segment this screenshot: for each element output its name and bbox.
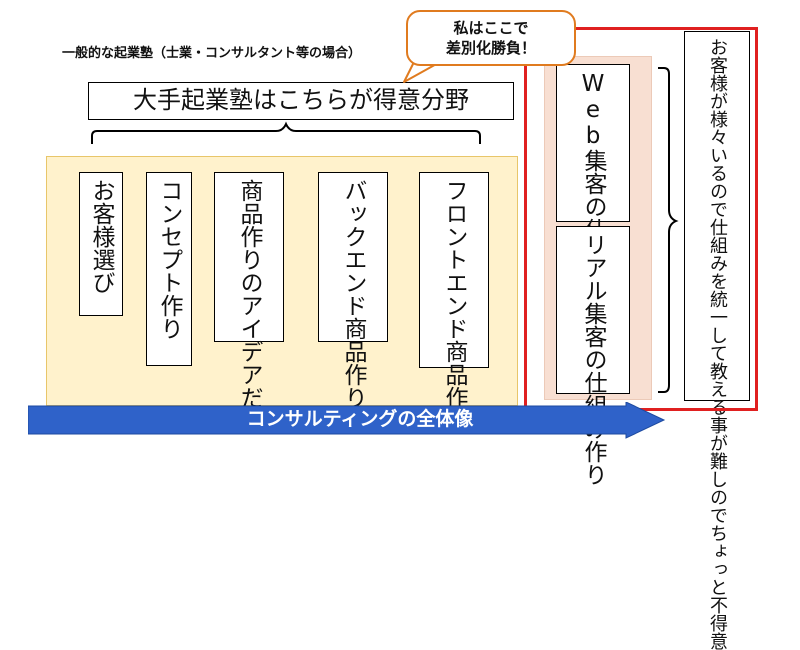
item-concept-making: コンセプト作り <box>146 172 192 366</box>
item-backend-product: バックエンド商品作り <box>318 172 388 409</box>
reason-box: お客様が様々いるので仕組みを統一して教える事が難しのでちょっと不得意 <box>684 31 750 650</box>
callout-line-2: 差別化勝負！ <box>445 39 536 57</box>
item-frontend-product: フロントエンド商品作り <box>419 172 489 432</box>
item-customer-selection: お客様選び <box>79 172 123 316</box>
consulting-overview-arrow <box>28 402 666 439</box>
item-product-ideas: 商品作りのアイデアだし <box>214 172 284 432</box>
callout-bubble: 私はここで 差別化勝負！ <box>406 10 576 66</box>
diagram-caption: 一般的な起業塾（士業・コンサルタント等の場合） <box>62 46 362 61</box>
differentiation-frame <box>524 27 758 411</box>
arrow-label: コンサルティングの全体像 <box>246 408 474 430</box>
callout-line-1: 私はここで <box>453 19 529 37</box>
item-real-marketing: リアル集客の仕組み作り <box>556 226 630 486</box>
main-title-box: 大手起業塾はこちらが得意分野 <box>88 82 514 120</box>
